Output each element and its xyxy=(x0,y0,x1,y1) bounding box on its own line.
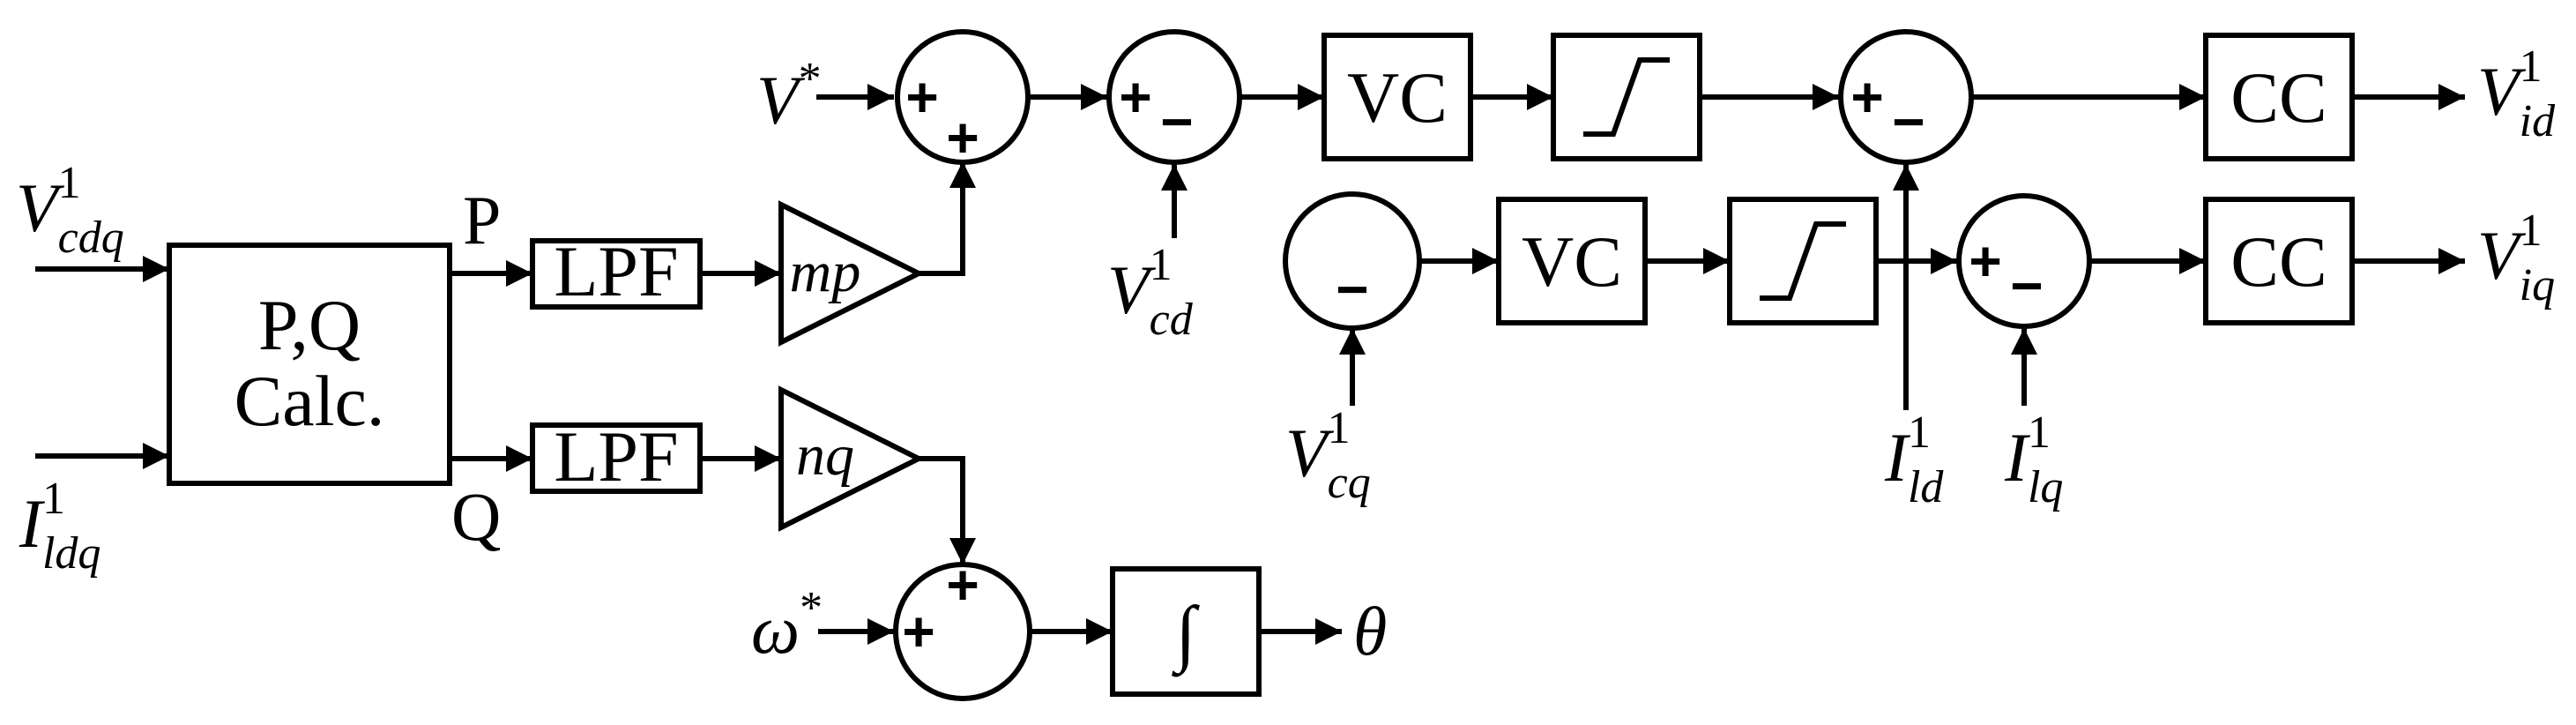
limiter-q-symbol xyxy=(1760,221,1846,301)
sum-iq-sign-left: + xyxy=(1969,229,2001,293)
limiter-d-symbol xyxy=(1583,57,1670,137)
vc-q-label: VC xyxy=(1522,221,1622,302)
sum-vd-sign-left: + xyxy=(1119,65,1151,129)
lpf-p-label: LPF xyxy=(554,231,678,311)
sum-vq-sign-bottom: − xyxy=(1336,258,1368,321)
mp-gain-block xyxy=(778,200,925,347)
integrator-symbol: ∫ xyxy=(1171,592,1200,677)
sum-omega-sign-left: + xyxy=(902,600,934,663)
p-signal-label: P xyxy=(463,182,501,258)
cc-d-block xyxy=(2203,33,2355,161)
sum-omega-sign-top: + xyxy=(946,553,979,617)
theta-label: θ xyxy=(1353,593,1387,669)
nq-to-sum-w-arrow xyxy=(919,456,976,564)
pq-calc-label-line2: Calc. xyxy=(235,361,385,441)
q-signal-label: Q xyxy=(451,478,501,555)
sum-id-sign-bottom: − xyxy=(1892,90,1925,153)
pq-calc-label-line1: P,Q xyxy=(258,285,361,365)
nq-gain-label: nq xyxy=(796,423,854,488)
integrator-block xyxy=(1110,566,1262,697)
cc-d-label: CC xyxy=(2230,57,2327,138)
sum-id-sign-left: + xyxy=(1850,65,1883,129)
nq-gain-block xyxy=(778,385,925,532)
vc-d-label: VC xyxy=(1347,57,1448,138)
mp-to-sum1-arrow xyxy=(919,161,976,276)
lpf-q-block xyxy=(530,422,703,494)
limiter-q-block xyxy=(1727,197,1879,325)
sum-v-sign-left: + xyxy=(905,65,938,129)
limiter-d-block xyxy=(1551,33,1702,161)
mp-gain-label: mp xyxy=(790,240,861,304)
pq-calc-block xyxy=(167,243,452,486)
lpf-q-label: LPF xyxy=(554,416,678,497)
vc-d-block xyxy=(1322,33,1473,161)
sum-iq-sign-bottom: − xyxy=(2010,254,2043,318)
cc-q-label: CC xyxy=(2230,221,2327,302)
sum-v-sign-bottom: + xyxy=(946,106,979,169)
sum-vd-sign-bottom: − xyxy=(1160,90,1193,153)
v-ref-label: V* xyxy=(756,54,822,138)
lpf-p-block xyxy=(530,238,703,310)
w-ref-label: ω* xyxy=(751,583,823,668)
